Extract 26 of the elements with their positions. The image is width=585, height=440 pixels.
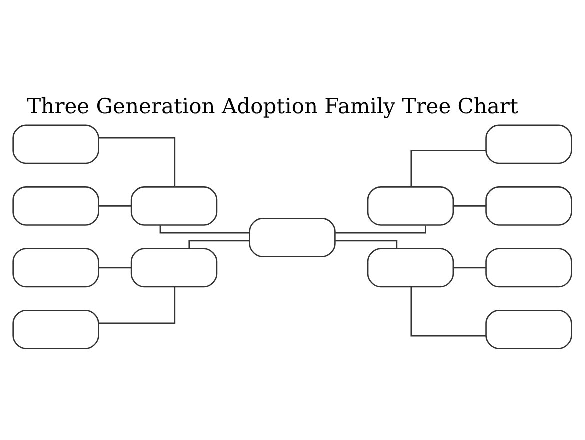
- connector: [336, 240, 398, 248]
- diagram-title: Three Generation Adoption Family Tree Chart: [27, 93, 518, 118]
- node-box: [486, 310, 572, 350]
- node-box: [130, 248, 218, 288]
- node-box: [486, 186, 572, 226]
- node-box: [12, 124, 100, 164]
- connector: [160, 226, 250, 234]
- connector: [99, 267, 132, 269]
- connector: [454, 206, 486, 207]
- connector: [188, 240, 250, 248]
- connector: [410, 150, 486, 187]
- connector: [99, 206, 132, 207]
- connector: [335, 226, 426, 234]
- node-box: [486, 248, 572, 288]
- node-box: [12, 186, 100, 226]
- connector: [410, 287, 486, 337]
- node-box: [130, 186, 218, 226]
- node-box: [249, 218, 336, 258]
- connector: [454, 267, 486, 269]
- node-box: [486, 124, 572, 164]
- connector: [98, 137, 176, 187]
- connector: [98, 287, 176, 324]
- node-box: [367, 248, 454, 288]
- node-box: [367, 186, 454, 226]
- node-box: [12, 248, 100, 288]
- node-box: [12, 310, 100, 350]
